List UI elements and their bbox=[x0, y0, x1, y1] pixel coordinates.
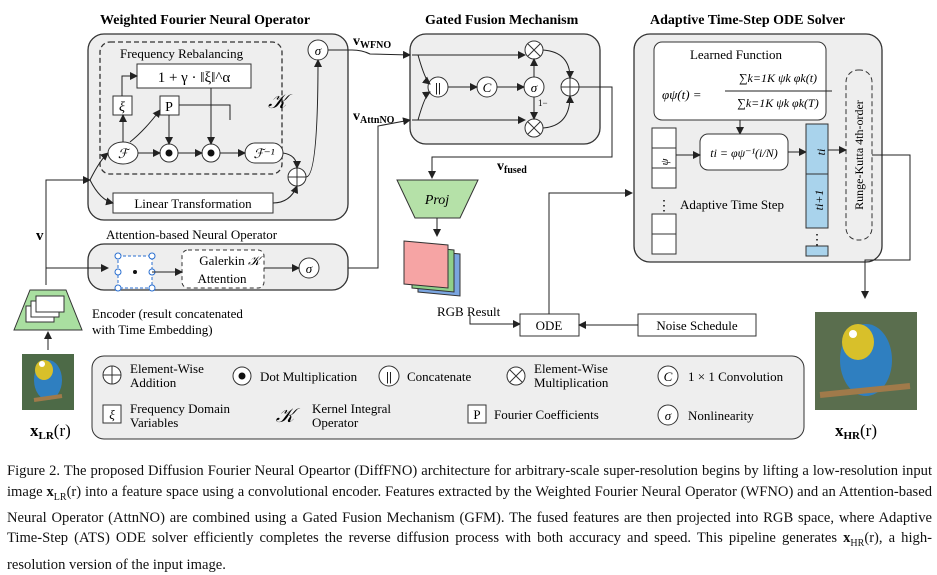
galerkin-label: Galerkin bbox=[199, 253, 245, 268]
vertical-dots-left: ⋮ bbox=[657, 199, 671, 214]
ti-formula: ti = φψ⁻¹(i/N) bbox=[710, 146, 777, 160]
encoder-label-2: with Time Embedding) bbox=[92, 322, 213, 337]
linear-transform-label: Linear Transformation bbox=[134, 196, 252, 211]
noise-schedule-label: Noise Schedule bbox=[656, 318, 737, 333]
x-hr-label: xHR(r) bbox=[835, 421, 877, 442]
v-label: v bbox=[36, 228, 44, 244]
ti1-label: ti+1 bbox=[812, 190, 826, 211]
legend-p: Fourier Coefficients bbox=[494, 407, 599, 422]
architecture-diagram: Weighted Fourier Neural Operator Gated F… bbox=[13, 13, 917, 442]
ti-label: ti bbox=[814, 149, 828, 156]
x-lr-label: xLR(r) bbox=[30, 421, 71, 442]
proj-label: Proj bbox=[424, 193, 449, 208]
legend-kernel-2: Operator bbox=[312, 415, 359, 430]
gfm-block: || C σ 1− bbox=[409, 33, 601, 145]
v-fused-label: vfused bbox=[497, 159, 527, 176]
sigma-gfm-icon: σ bbox=[531, 80, 538, 95]
figure-caption: Figure 2. The proposed Diffusion Fourier… bbox=[7, 463, 933, 573]
legend-conv-icon: C bbox=[664, 369, 673, 384]
sigma-icon: σ bbox=[315, 43, 322, 58]
legend-add-1: Element-Wise bbox=[130, 361, 204, 376]
concat-icon: || bbox=[435, 80, 441, 95]
ats-block: Learned Function φψ(t) = ∑k=1K ψk φk(t) … bbox=[633, 33, 883, 263]
v-wfno-label: vWFNO bbox=[353, 34, 391, 51]
legend-kernel-1: Kernel Integral bbox=[312, 401, 391, 416]
weight-formula-box bbox=[136, 63, 252, 89]
legend: Element-Wise Addition Dot Multiplication… bbox=[91, 355, 805, 440]
fourier-icon: ℱ bbox=[118, 146, 131, 161]
legend-xi-1: Frequency Domain bbox=[130, 401, 231, 416]
encoder-icon bbox=[13, 289, 83, 331]
encoder-label-1: Encoder (result concatenated bbox=[92, 306, 243, 321]
legend-add-2: Addition bbox=[130, 375, 177, 390]
attn-title: Attention-based Neural Operator bbox=[106, 227, 278, 242]
adaptive-step-label: Adaptive Time Step bbox=[680, 197, 784, 212]
legend-sigma: Nonlinearity bbox=[688, 408, 754, 423]
wfno-title: Weighted Fourier Neural Operator bbox=[100, 13, 310, 28]
attention-label: Attention bbox=[197, 271, 247, 286]
attn-sigma-icon: σ bbox=[306, 261, 313, 276]
legend-concat-icon: || bbox=[386, 369, 392, 384]
psi-symbol: ψ bbox=[659, 158, 671, 165]
inverse-fourier-icon: ℱ⁻¹ bbox=[254, 146, 275, 161]
rk4-label: Runge-Kutta 4th-order bbox=[852, 100, 866, 210]
attn-block: Galerkin Attention 𝒦 σ bbox=[87, 243, 349, 292]
conv-icon: C bbox=[483, 80, 492, 95]
legend-mult-2: Multiplication bbox=[534, 375, 609, 390]
rgb-result-label: RGB Result bbox=[437, 304, 501, 319]
freq-rebalancing-label: Frequency Rebalancing bbox=[120, 46, 244, 61]
p-symbol: P bbox=[165, 100, 173, 115]
legend-conv: 1 × 1 Convolution bbox=[688, 369, 784, 384]
legend-xi-icon: ξ bbox=[109, 407, 115, 422]
wfno-block: Frequency Rebalancing 1 + γ · ‖ξ‖^α 𝒦 ξ … bbox=[87, 33, 349, 221]
ti1-cell bbox=[805, 173, 829, 229]
rgb-result-stack bbox=[403, 240, 461, 297]
output-parrot-image bbox=[815, 312, 917, 410]
gfm-title: Gated Fusion Mechanism bbox=[425, 13, 579, 28]
learned-function-label: Learned Function bbox=[690, 47, 783, 62]
input-parrot-image bbox=[22, 354, 74, 410]
one-minus-label: 1− bbox=[538, 98, 548, 108]
v-attnno-label: vAttnNO bbox=[353, 109, 395, 126]
legend-mult-1: Element-Wise bbox=[534, 361, 608, 376]
xi-symbol: ξ bbox=[119, 100, 125, 115]
legend-xi-2: Variables bbox=[130, 415, 178, 430]
legend-dot: Dot Multiplication bbox=[260, 369, 358, 384]
rk4-box bbox=[845, 69, 873, 241]
attn-kernel-icon: 𝒦 bbox=[248, 253, 264, 268]
freq-rebalancing-box bbox=[99, 41, 283, 175]
legend-p-icon: P bbox=[473, 407, 480, 422]
vertical-dots-right: ⋮ bbox=[810, 233, 824, 248]
legend-concat: Concatenate bbox=[407, 369, 471, 384]
time-stack-left bbox=[651, 127, 677, 189]
weight-formula: 1 + γ · ‖ξ‖^α bbox=[158, 70, 231, 86]
phi-denominator: ∑k=1K ψk φk(T) bbox=[737, 96, 818, 110]
ats-title: Adaptive Time-Step ODE Solver bbox=[650, 13, 845, 28]
phi-numerator: ∑k=1K ψk φk(t) bbox=[739, 71, 817, 85]
phi-lhs: φψ(t) = bbox=[662, 87, 702, 102]
legend-sigma-icon: σ bbox=[665, 408, 672, 423]
ode-label: ODE bbox=[536, 318, 563, 333]
proj-block: Proj bbox=[396, 179, 479, 219]
